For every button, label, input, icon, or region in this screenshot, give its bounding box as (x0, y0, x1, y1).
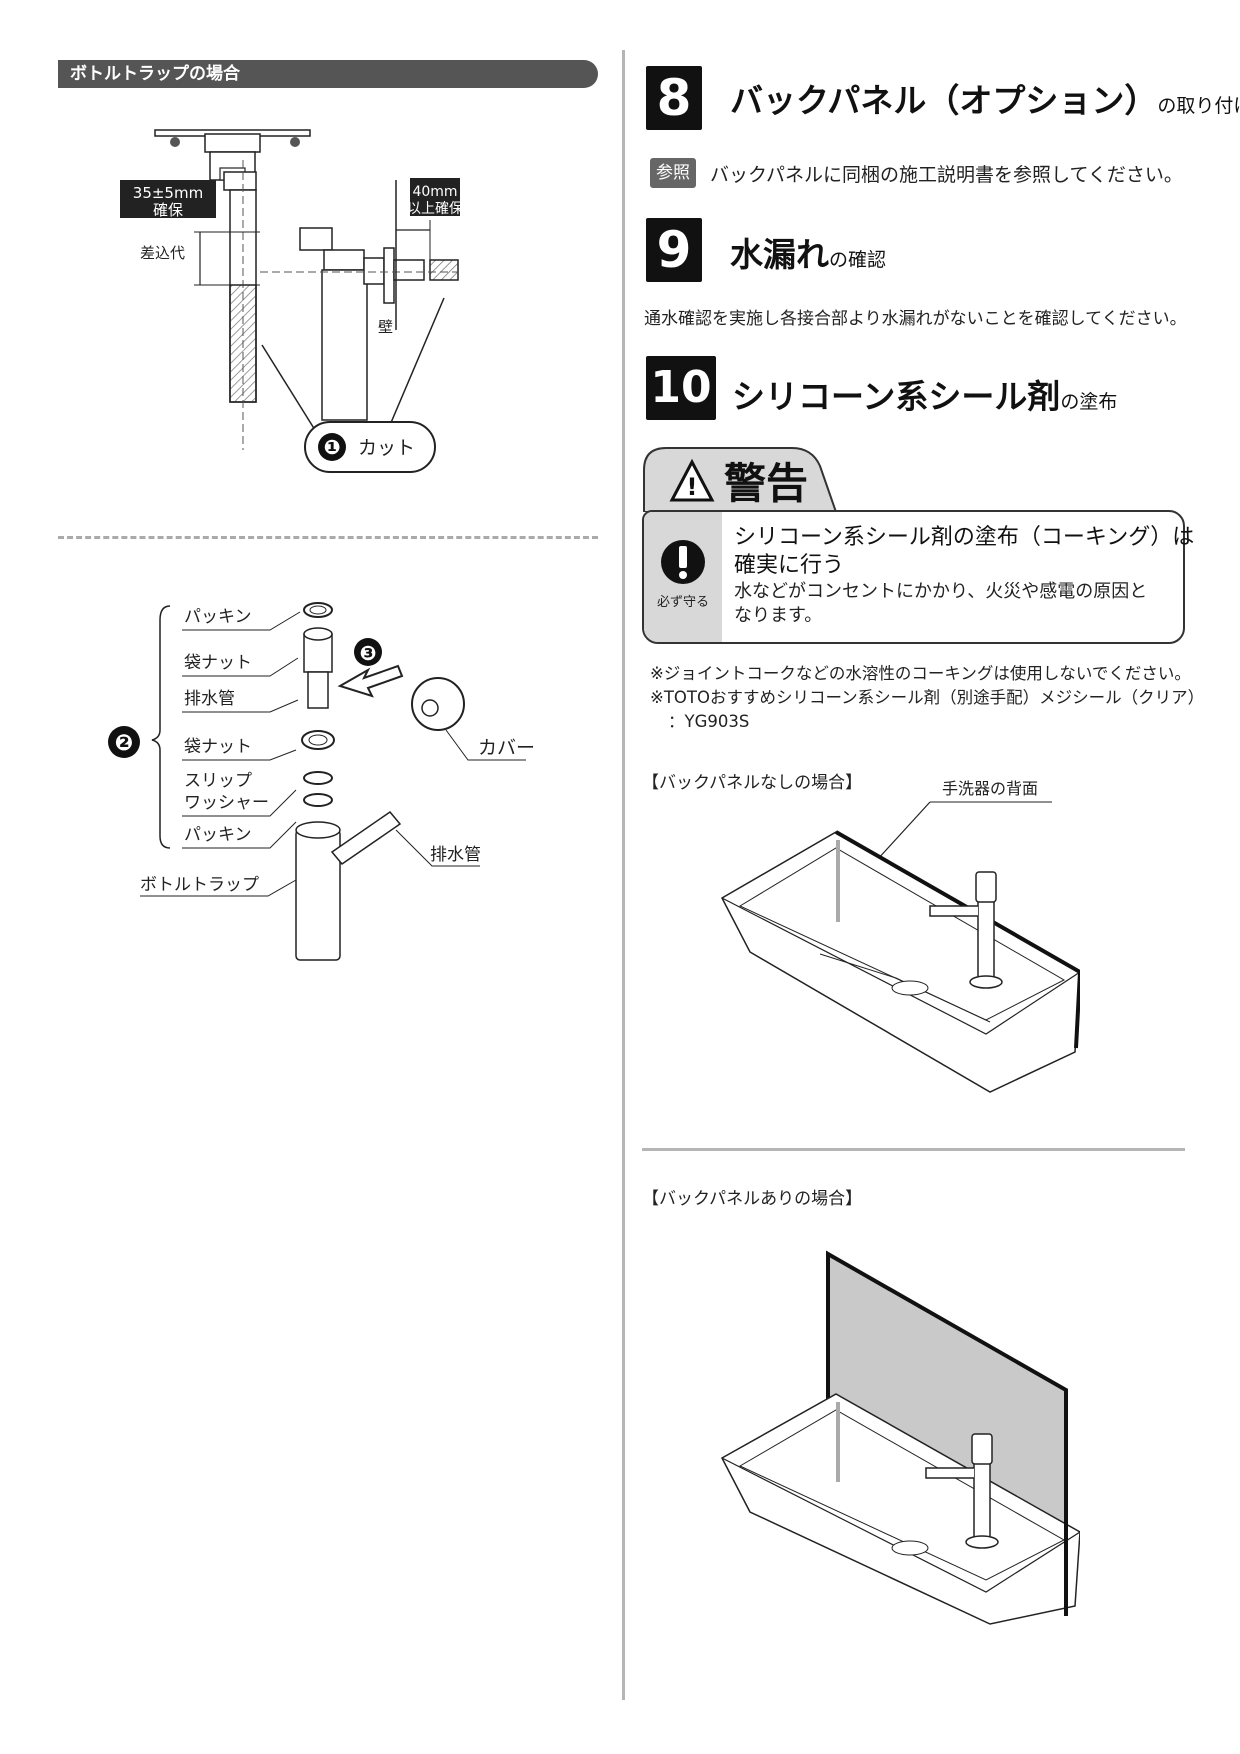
reference-text: バックパネルに同梱の施工説明書を参照してください。 (710, 164, 1183, 186)
bottle-trap-label: ボトルトラップ (140, 875, 259, 895)
insert-depth-label: 差込代 (140, 244, 185, 262)
part-label: 排水管 (184, 689, 235, 709)
case-divider (642, 1148, 1185, 1151)
step-number-8: 8 (646, 66, 702, 130)
part-label: ワッシャー (184, 793, 269, 813)
warning-icon-panel: 必ず守る (644, 512, 722, 642)
warning-tab: ! 警告 (643, 447, 838, 512)
sink-back-callout: 手洗器の背面 (942, 779, 1038, 798)
svg-text:!: ! (687, 473, 698, 501)
step9-title-suffix: の確認 (829, 249, 887, 271)
cover-label: カバー (478, 737, 535, 759)
note-line: ：YG903S (668, 712, 750, 731)
step8-title: バックパネル（オプション）の取り付け (730, 74, 1240, 122)
case1-title: 【バックパネルなしの場合】 (642, 773, 863, 793)
sink-with-panel-diagram (721, 1250, 1080, 1625)
step9-title: 水漏れの確認 (730, 228, 886, 276)
step10-title: シリコーン系シール剤の塗布 (732, 370, 1117, 418)
dimension-label-1b: 確保 (153, 201, 183, 219)
warning-heading: シリコーン系シール剤の塗布（コーキング）は 確実に行う (734, 524, 1194, 580)
group-number-2: ❷ (115, 731, 134, 756)
part-label: 袋ナット (184, 737, 252, 757)
case2-title: 【バックパネルありの場合】 (642, 1189, 863, 1209)
must-follow-label: 必ず守る (657, 595, 709, 610)
step10-title-main: シリコーン系シール剤 (732, 377, 1061, 416)
warning-heading-line1: シリコーン系シール剤の塗布（コーキング）は (734, 525, 1195, 550)
wall-label: 壁 (378, 318, 393, 336)
step9-title-main: 水漏れ (730, 235, 829, 274)
sink-without-panel-diagram: 手洗器の背面 (721, 779, 1080, 1093)
part-label: パッキン (184, 607, 252, 627)
warning-box (642, 510, 1185, 644)
callout-number-1: ❶ (324, 435, 341, 459)
exclamation-icon: 必ず守る (657, 540, 709, 610)
step8-title-suffix: の取り付け (1157, 95, 1240, 117)
column-divider (622, 50, 625, 1700)
warning-body: 水などがコンセントにかかり、火災や感電の原因と なります。 (734, 580, 1147, 628)
warning-body-line1: 水などがコンセントにかかり、火災や感電の原因と (734, 581, 1148, 602)
warning-heading-line2: 確実に行う (734, 553, 845, 578)
part-label: 袋ナット (184, 653, 252, 673)
step10-title-suffix: の塗布 (1060, 391, 1118, 413)
cut-dimension-diagram: 35±5mm 確保 差込代 40mm 以上確保 壁 ❶ カット (120, 129, 460, 473)
note-line: ※ジョイントコークなどの水溶性のコーキングは使用しないでください。 (650, 664, 1191, 683)
step9-body: 通水確認を実施し各接合部より水漏れがないことを確認してください。 (644, 309, 1187, 329)
notes: ※ジョイントコークなどの水溶性のコーキングは使用しないでください。 ※TOTOお… (650, 662, 1204, 734)
drain-pipe-label: 排水管 (430, 845, 481, 865)
step-number-10: 10 (646, 356, 716, 420)
step8-title-main: バックパネル（オプション） (730, 81, 1158, 120)
dimension-label-1: 35±5mm (133, 184, 203, 202)
dimension-label-2: 40mm (412, 184, 457, 200)
warning-body-line2: なります。 (734, 605, 823, 626)
step-number-3: ❸ (360, 641, 377, 665)
cut-label: カット (358, 437, 415, 459)
part-label: パッキン (184, 825, 252, 845)
note-line: ※TOTOおすすめシリコーン系シール剤（別途手配）メジシール（クリア） (650, 688, 1205, 707)
section-title-bar: ボトルトラップの場合 (58, 60, 598, 88)
part-label: スリップ (184, 771, 252, 791)
step-number-9: 9 (646, 218, 702, 282)
reference-badge: 参照 (650, 158, 696, 188)
warning-title: 警告 (724, 459, 808, 508)
dimension-label-2b: 以上確保 (407, 201, 460, 217)
section-divider (58, 536, 598, 539)
parts-exploded-diagram: ❷ パッキン 袋ナット 排水管 袋ナット スリップ ワッシャー パッキン ❸ カ… (108, 602, 535, 961)
